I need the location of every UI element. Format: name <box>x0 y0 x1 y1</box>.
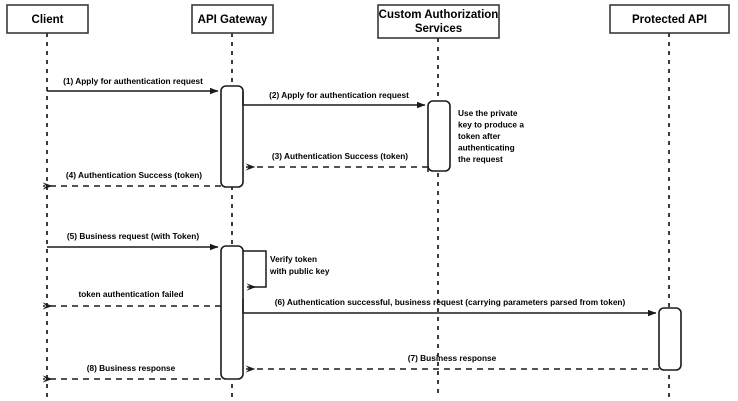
message-1[interactable]: (1) Apply for authentication request <box>47 76 219 95</box>
participant-label-protected-api: Protected API <box>632 14 707 26</box>
message-label-5: (5) Business request (with Token) <box>67 231 199 241</box>
activation-bar-protected-api[interactable] <box>658 307 682 371</box>
note-private-key-line-3: authenticating <box>458 143 515 153</box>
message-label-3: (3) Authentication Success (token) <box>272 151 408 161</box>
participant-label-custom-authorization-services-line2: Services <box>415 23 462 35</box>
self-message-arrow-verify-token <box>243 250 267 291</box>
note-private-key-line-4: the request <box>458 154 503 164</box>
participant-box-protected-api[interactable] <box>609 4 730 34</box>
message-6[interactable]: (6) Authentication successful, business … <box>242 297 657 317</box>
note-private-key-line-0: Use the private <box>458 108 518 118</box>
participant-label-client: Client <box>32 14 64 26</box>
lifelines-group <box>46 33 670 398</box>
message-4[interactable]: (4) Authentication Success (token) <box>42 170 221 190</box>
participant-label-custom-authorization-services-line1: Custom Authorization <box>379 9 499 21</box>
message-label-8: (8) Business response <box>87 363 176 373</box>
participant-box-custom-authorization-services[interactable] <box>377 4 500 39</box>
self-message-label-verify-token-line2: with public key <box>269 266 330 276</box>
participant-header-api-gateway[interactable]: API Gateway <box>191 4 274 34</box>
self-message-label-verify-token-line1: Verify token <box>270 254 317 264</box>
participant-label-api-gateway: API Gateway <box>198 14 268 26</box>
message-token-authentication-failed[interactable]: token authentication failed <box>42 289 221 310</box>
self-message-verify-token[interactable]: Verify token with public key <box>243 250 330 291</box>
participant-header-protected-api[interactable]: Protected API <box>609 4 730 34</box>
activation-bar-api-gateway-auth[interactable] <box>220 85 244 188</box>
message-3[interactable]: (3) Authentication Success (token) <box>245 151 429 172</box>
activation-bars-group <box>220 85 682 380</box>
participant-box-client[interactable] <box>6 4 89 34</box>
note-private-key: Use the private key to produce a token a… <box>458 108 524 164</box>
message-label-7: (7) Business response <box>408 353 497 363</box>
message-7[interactable]: (7) Business response <box>245 353 659 373</box>
participant-box-api-gateway[interactable] <box>191 4 274 34</box>
participant-header-client[interactable]: Client <box>6 4 89 34</box>
message-label-token-authentication-failed: token authentication failed <box>78 289 183 299</box>
note-private-key-line-2: token after <box>458 131 501 141</box>
note-private-key-line-1: key to produce a <box>458 120 524 130</box>
message-label-2: (2) Apply for authentication request <box>269 90 409 100</box>
message-2[interactable]: (2) Apply for authentication request <box>242 90 426 109</box>
message-label-4: (4) Authentication Success (token) <box>66 170 202 180</box>
message-5[interactable]: (5) Business request (with Token) <box>47 231 219 251</box>
activation-bar-api-gateway-business[interactable] <box>220 245 244 380</box>
message-8[interactable]: (8) Business response <box>42 363 221 383</box>
activation-bar-custom-authorization-services[interactable] <box>427 100 451 172</box>
message-label-1: (1) Apply for authentication request <box>63 76 203 86</box>
message-label-6: (6) Authentication successful, business … <box>275 297 626 307</box>
participant-header-custom-authorization-services[interactable]: Custom Authorization Services <box>377 4 500 39</box>
